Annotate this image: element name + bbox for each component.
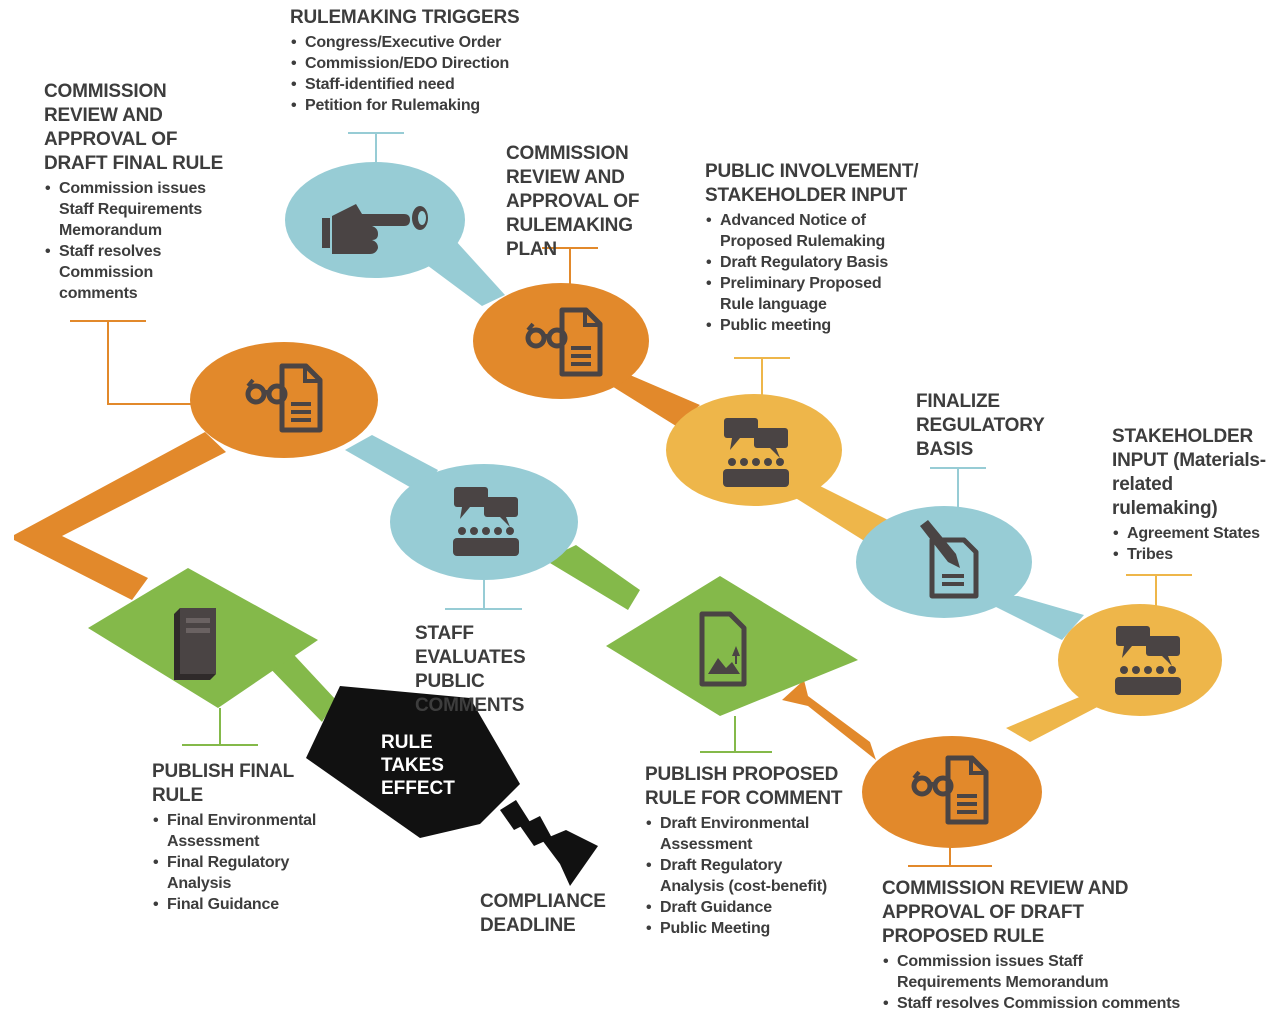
publish-proposed-node xyxy=(606,576,858,716)
stakeholder-input-label: STAKEHOLDER INPUT (Materials-related rul… xyxy=(1112,425,1272,565)
list-item: Tribes xyxy=(1112,544,1272,565)
list-item: Final Environmental Assessment xyxy=(152,810,327,852)
finalize-basis-node xyxy=(856,506,1032,618)
list-item: Draft Environmental Assessment xyxy=(645,813,840,855)
stakeholder-input-node xyxy=(1058,604,1222,716)
arrow-final-approval-to-publish xyxy=(14,432,226,600)
evaluate-comments-label: STAFF EVALUATES PUBLIC COMMENTS xyxy=(415,622,585,718)
final-rule-approval-node xyxy=(190,342,378,458)
arrow-evaluate-to-final-approval xyxy=(345,435,438,494)
rule-takes-effect-label: RULE TAKES EFFECT xyxy=(381,732,455,799)
list-item: Preliminary Proposed Rule language xyxy=(705,273,900,315)
list-item: Draft Regulatory Basis xyxy=(705,252,900,273)
list-item: Staff resolves Commission comments xyxy=(44,241,214,304)
list-item: Commission/EDO Direction xyxy=(290,53,550,74)
rule-takes-effect-node xyxy=(306,686,598,886)
triggers-node xyxy=(285,162,465,278)
arrow-finalize-to-stakeholder xyxy=(972,595,1084,640)
publish-final-label: PUBLISH FINAL RULE Final Environmental A… xyxy=(152,760,332,915)
plan-approval-node xyxy=(473,283,649,399)
list-item: Commission issues Staff Requirements Mem… xyxy=(44,178,214,241)
public-involvement-label: PUBLIC INVOLVEMENT/ STAKEHOLDER INPUT Ad… xyxy=(705,160,920,336)
compliance-title: COMPLIANCE DEADLINE xyxy=(480,891,606,936)
proposed-rule-approval-title: COMMISSION REVIEW AND APPROVAL OF DRAFT … xyxy=(882,878,1129,947)
triggers-label: RULEMAKING TRIGGERS Congress/Executive O… xyxy=(290,6,550,116)
list-item: Final Guidance xyxy=(152,894,327,915)
final-rule-approval-list: Commission issues Staff Requirements Mem… xyxy=(44,178,214,304)
triggers-title: RULEMAKING TRIGGERS xyxy=(290,7,520,28)
proposed-rule-approval-label: COMMISSION REVIEW AND APPROVAL OF DRAFT … xyxy=(882,877,1212,1014)
final-rule-approval-title: COMMISSION REVIEW AND APPROVAL OF DRAFT … xyxy=(44,81,224,174)
public-involvement-list: Advanced Notice of Proposed Rulemaking D… xyxy=(705,210,900,336)
publish-proposed-list: Draft Environmental Assessment Draft Reg… xyxy=(645,813,840,939)
plan-approval-title: COMMISSION REVIEW AND APPROVAL OF RULEMA… xyxy=(506,143,640,260)
publish-final-title: PUBLISH FINAL RULE xyxy=(152,761,294,806)
publish-final-list: Final Environmental Assessment Final Reg… xyxy=(152,810,327,915)
plan-approval-label: COMMISSION REVIEW AND APPROVAL OF RULEMA… xyxy=(506,142,684,262)
list-item: Staff resolves Commission comments xyxy=(882,993,1207,1014)
proposed-rule-approval-node xyxy=(862,736,1042,848)
list-item: Draft Guidance xyxy=(645,897,840,918)
list-item: Agreement States xyxy=(1112,523,1272,544)
arrow-proposed-to-publish xyxy=(782,680,876,760)
publish-final-node xyxy=(88,568,318,708)
final-rule-approval-label: COMMISSION REVIEW AND APPROVAL OF DRAFT … xyxy=(44,80,244,304)
book-icon xyxy=(174,608,216,680)
list-item: Public Meeting xyxy=(645,918,840,939)
publish-proposed-title: PUBLISH PROPOSED RULE FOR COMMENT xyxy=(645,764,843,809)
list-item: Final Regulatory Analysis xyxy=(152,852,327,894)
list-item: Public meeting xyxy=(705,315,900,336)
list-item: Staff-identified need xyxy=(290,74,550,95)
public-involvement-node xyxy=(666,394,842,506)
stakeholder-input-title: STAKEHOLDER INPUT (Materials-related rul… xyxy=(1112,426,1266,519)
compliance-label: COMPLIANCE DEADLINE xyxy=(480,890,606,938)
publish-proposed-label: PUBLISH PROPOSED RULE FOR COMMENT Draft … xyxy=(645,763,845,939)
list-item: Advanced Notice of Proposed Rulemaking xyxy=(705,210,900,252)
proposed-rule-approval-list: Commission issues Staff Requirements Mem… xyxy=(882,951,1207,1014)
triggers-list: Congress/Executive Order Commission/EDO … xyxy=(290,32,550,116)
evaluate-comments-node xyxy=(390,464,578,580)
list-item: Commission issues Staff Requirements Mem… xyxy=(882,951,1117,993)
list-item: Draft Regulatory Analysis (cost-benefit) xyxy=(645,855,840,897)
arrow-publish-to-evaluate xyxy=(545,545,640,610)
stakeholder-input-list: Agreement States Tribes xyxy=(1112,523,1272,565)
finalize-basis-title: FINALIZE REGULATORY BASIS xyxy=(916,391,1045,460)
list-item: Petition for Rulemaking xyxy=(290,95,550,116)
public-involvement-title: PUBLIC INVOLVEMENT/ STAKEHOLDER INPUT xyxy=(705,161,919,206)
finalize-basis-label: FINALIZE REGULATORY BASIS xyxy=(916,390,1045,462)
evaluate-comments-title: STAFF EVALUATES PUBLIC COMMENTS xyxy=(415,623,526,716)
list-item: Congress/Executive Order xyxy=(290,32,550,53)
